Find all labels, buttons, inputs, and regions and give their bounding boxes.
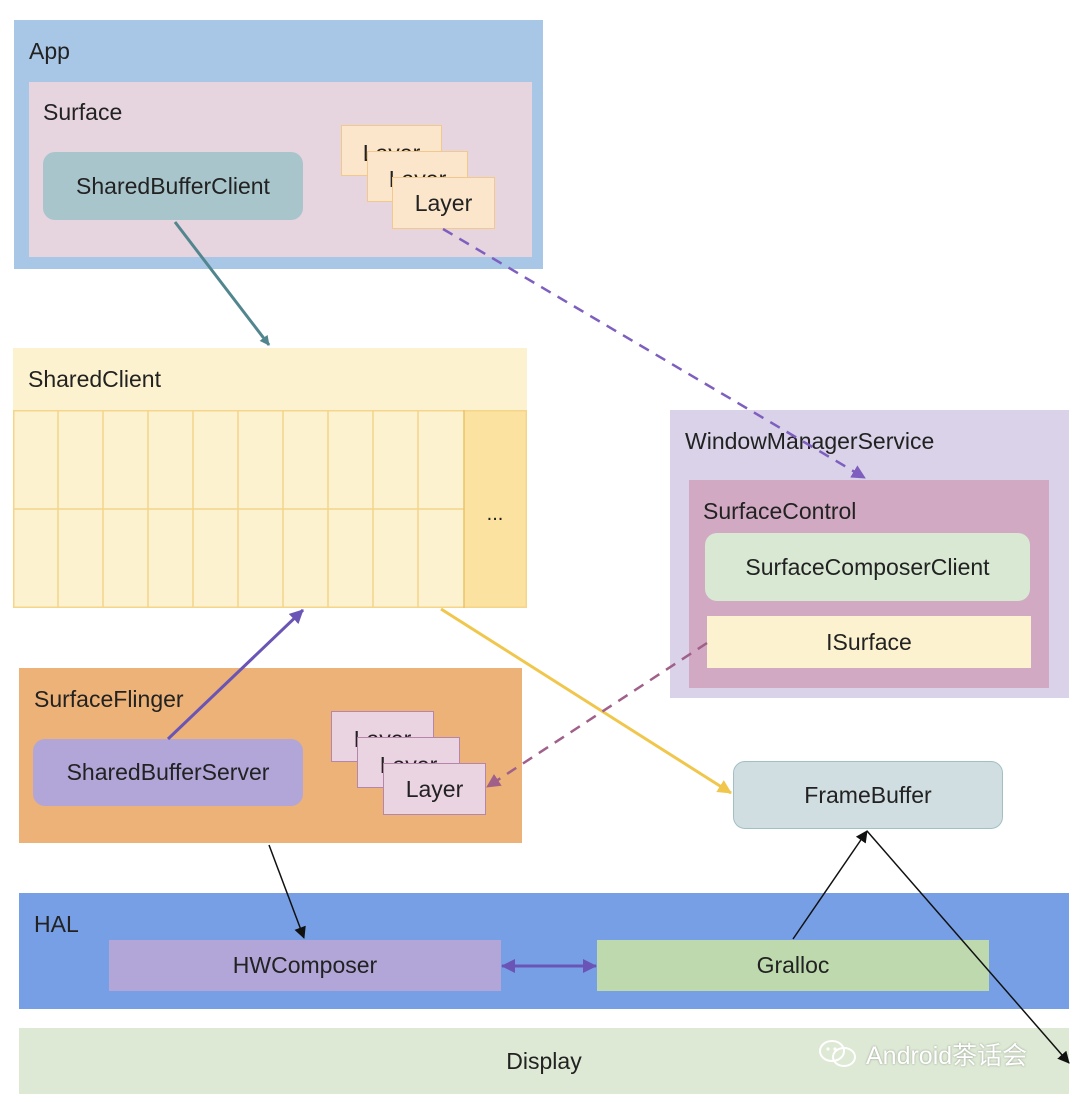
display-box: Display xyxy=(19,1028,1069,1094)
arrow-gralloc-to-framebuffer xyxy=(792,830,868,940)
shared-client-header: SharedClient xyxy=(13,348,527,410)
frame-buffer-box: FrameBuffer xyxy=(733,761,1003,829)
surface-label: Surface xyxy=(43,99,123,125)
grid-lines xyxy=(13,410,527,608)
gralloc-box: Gralloc xyxy=(597,940,989,991)
grid-ellipsis: ... xyxy=(487,503,504,525)
arrow-client-to-sharedclient xyxy=(173,221,271,346)
arrow-sharedclient-to-framebuffer xyxy=(440,607,732,795)
flinger-layer-front: Layer xyxy=(383,763,486,815)
app-label: App xyxy=(29,38,70,64)
hwcomposer-box: HWComposer xyxy=(109,940,501,991)
chat-bubble-icon xyxy=(819,1040,856,1067)
arrow-isurface-to-layer xyxy=(486,641,708,789)
shared-buffer-server-box: SharedBufferServer xyxy=(33,739,303,806)
surface-flinger-label: SurfaceFlinger xyxy=(34,686,184,712)
arrow-flinger-to-hwcomposer xyxy=(268,844,306,939)
arrow-framebuffer-to-display xyxy=(866,830,1070,1064)
shared-buffer-client-box: SharedBufferClient xyxy=(43,152,303,220)
arrow-layer-to-surfacecontrol xyxy=(442,227,866,480)
window-manager-service-label: WindowManagerService xyxy=(685,428,935,454)
shared-client-label: SharedClient xyxy=(28,366,161,392)
shared-client-buffer-grid: ... xyxy=(13,410,527,608)
surface-control-label: SurfaceControl xyxy=(703,498,857,524)
watermark-text: Android茶话会 xyxy=(866,1042,1028,1070)
hal-label: HAL xyxy=(34,911,79,937)
watermark: Android茶话会 xyxy=(818,1036,1027,1072)
surface-composer-client-box: SurfaceComposerClient xyxy=(705,533,1030,601)
grid-overflow-cell xyxy=(464,410,527,608)
surface-layer-front: Layer xyxy=(392,177,495,229)
arrow-server-to-sharedclient xyxy=(166,608,305,741)
isurface-box: ISurface xyxy=(707,616,1031,668)
